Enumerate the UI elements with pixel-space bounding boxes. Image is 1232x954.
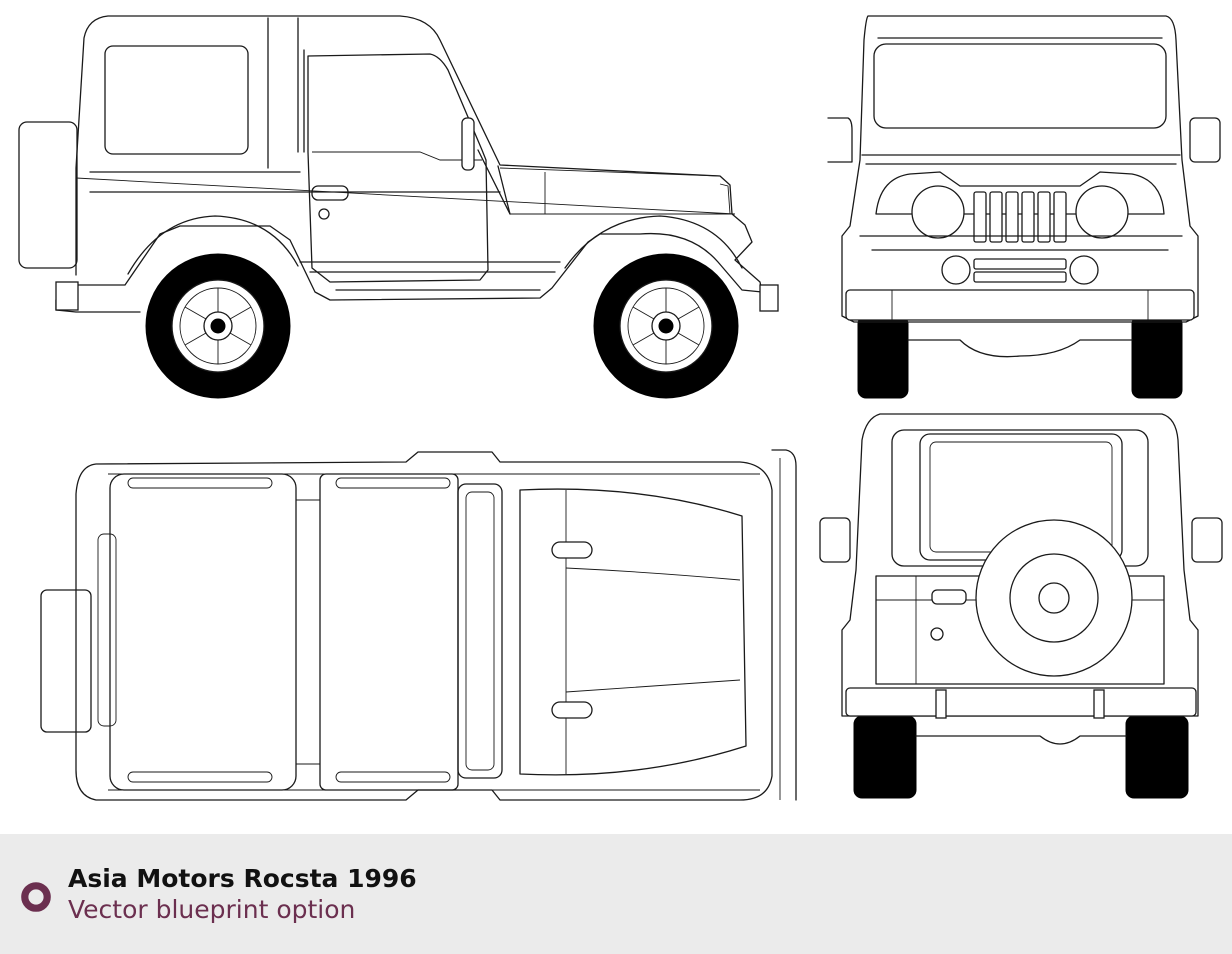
rear-bumper-side (55, 281, 79, 311)
ring-icon (21, 882, 51, 912)
front-right-tire (1131, 315, 1183, 399)
front-bumper (845, 289, 1195, 321)
headlight-left (911, 185, 965, 239)
rear-right-tire (1125, 715, 1189, 799)
rear-left-tire (853, 715, 917, 799)
door-handle (311, 185, 349, 201)
spare-wheel-top (40, 589, 92, 733)
hood (519, 488, 747, 776)
headlight-right (1075, 185, 1129, 239)
door (307, 53, 489, 283)
front-wheel-side (593, 253, 739, 399)
rear-bumper (845, 687, 1197, 717)
front-view (827, 15, 1221, 399)
rear-side-window (104, 45, 249, 155)
front-mirror-right (1189, 117, 1221, 163)
side-mirror-top-right (551, 701, 593, 719)
spare-wheel-rear (975, 519, 1133, 677)
top-view (40, 449, 797, 801)
rear-roof-panel (109, 473, 297, 791)
front-roof-panel (319, 473, 459, 791)
caption-title: Asia Motors Rocsta 1996 (68, 864, 417, 893)
caption-bar (0, 834, 1232, 954)
front-bumper-side (759, 284, 779, 312)
side-view (18, 15, 779, 399)
rear-wheel-side (145, 253, 291, 399)
side-mirror (461, 117, 475, 171)
blueprint-canvas (18, 15, 1223, 801)
grille (973, 191, 1067, 243)
front-left-tire (857, 315, 909, 399)
caption-subtitle: Vector blueprint option (68, 895, 356, 924)
windshield (873, 43, 1167, 129)
rear-view (819, 413, 1223, 799)
windshield-top (457, 483, 503, 779)
spare-wheel-side (18, 121, 78, 269)
side-mirror-top-left (551, 541, 593, 559)
